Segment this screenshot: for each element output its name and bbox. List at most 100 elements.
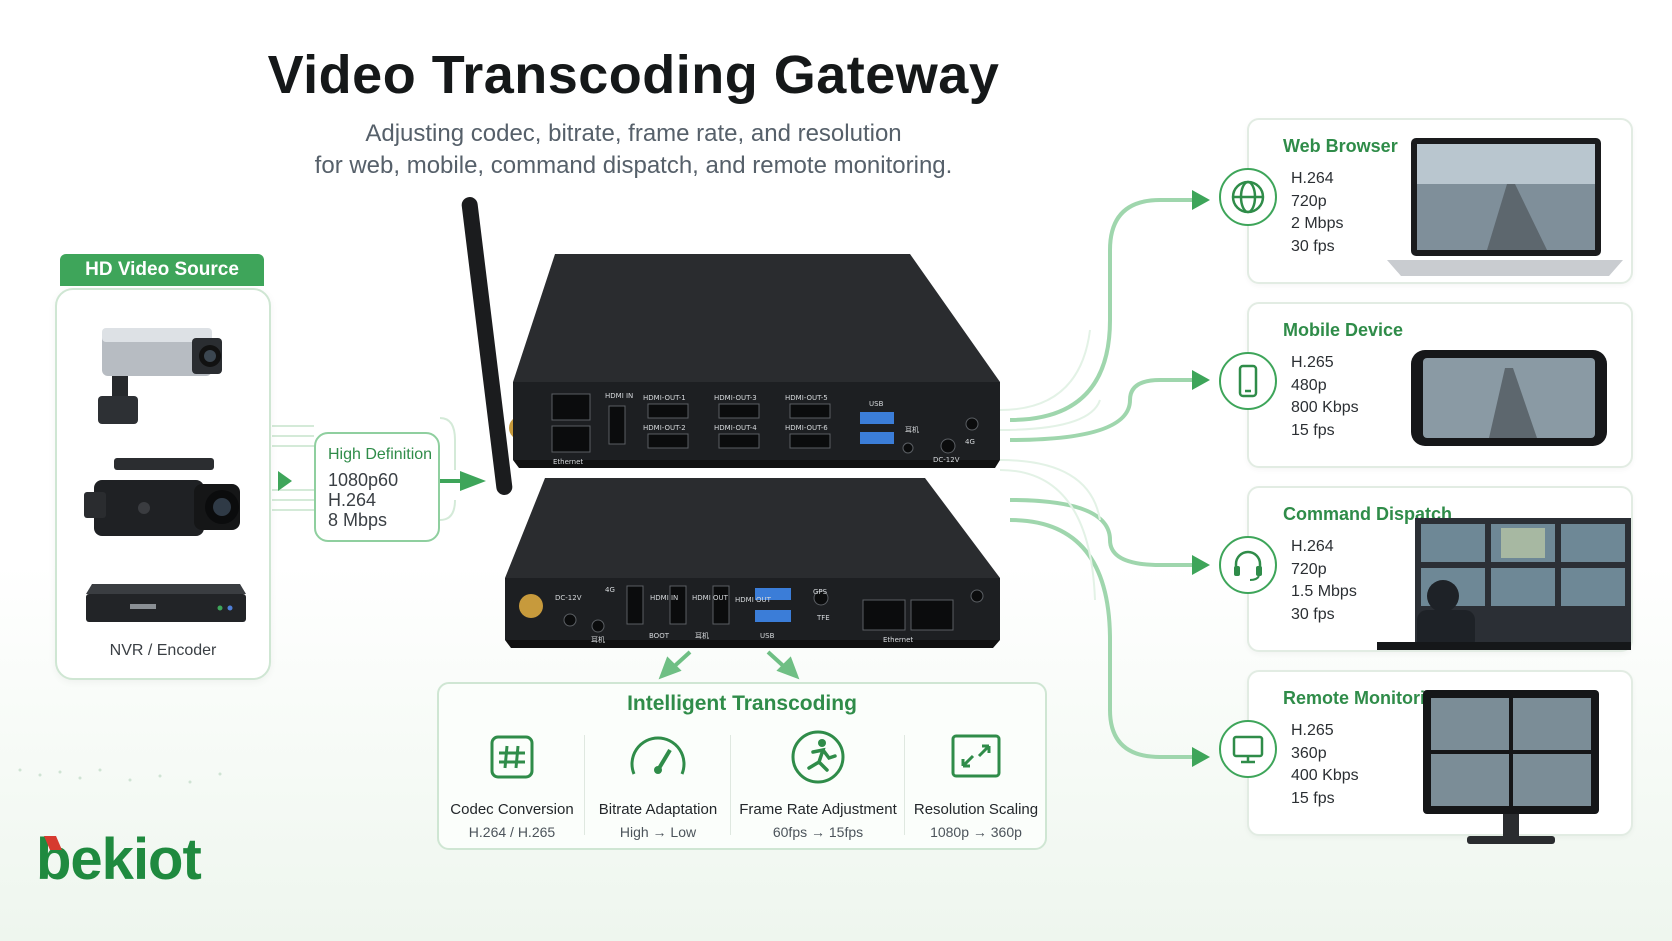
card-title: Remote Monitoring — [1283, 688, 1447, 708]
input-flow-lines — [272, 417, 456, 521]
item-label: Codec Conversion — [450, 801, 574, 818]
page-title: Video Transcoding Gateway — [267, 45, 1000, 105]
spec-resolution: 720p — [1291, 192, 1327, 210]
spec-codec: H.265 — [1291, 354, 1334, 371]
spec-codec: H.264 — [1291, 538, 1334, 555]
bitrate-adaptation-item: Bitrate Adaptation High → Low — [586, 730, 730, 840]
runner-icon — [791, 730, 845, 784]
port-hdmi-in: HDMI IN — [605, 392, 633, 400]
port-usb: USB — [869, 400, 884, 408]
nvr-image — [86, 584, 246, 622]
port-gps: GPS — [813, 588, 828, 596]
resize-icon — [951, 734, 1001, 778]
output-flow-lines — [999, 329, 1101, 601]
hd-title: High Definition — [328, 446, 433, 463]
gauge-icon — [630, 736, 686, 775]
input-arrows — [278, 471, 486, 491]
nvr-label: NVR / Encoder — [109, 642, 217, 659]
control-room-image — [1377, 518, 1631, 650]
spec-bitrate: 1.5 Mbps — [1291, 583, 1357, 600]
output-card-web-browser: Web Browser H.264 720p 2 Mbps 30 fps — [1219, 118, 1633, 284]
gateway-device-image: HDMI IN HDMI-OUT-1 HDMI-OUT-2 HDMI-OUT-3… — [461, 197, 1000, 648]
item-label: Frame Rate Adjustment — [739, 801, 897, 818]
source-header: HD Video Source — [60, 254, 264, 286]
phone-icon — [1219, 352, 1277, 410]
divider — [904, 735, 905, 835]
card-specs: H.264 720p 1.5 Mbps 30 fps — [1291, 536, 1357, 626]
port-hdmi-out-2: HDMI-OUT-2 — [643, 424, 686, 432]
top-port-labels: HDMI IN HDMI-OUT-1 HDMI-OUT-2 HDMI-OUT-3… — [553, 392, 975, 466]
spec-codec: H.264 — [1291, 170, 1334, 187]
monitor-icon — [1219, 720, 1277, 778]
card-specs: H.264 720p 2 Mbps 30 fps — [1291, 168, 1343, 258]
port-ethernet-bottom: Ethernet — [883, 636, 913, 644]
subtitle-line-2: for web, mobile, command dispatch, and r… — [314, 152, 953, 179]
spec-codec: H.265 — [1291, 722, 1334, 739]
laptop-image — [1387, 138, 1623, 276]
chip-icon — [490, 735, 534, 779]
divider — [584, 735, 585, 835]
port-hdmi-out-bottom-1: HDMI OUT — [692, 594, 729, 602]
port-hdmi-out-3: HDMI-OUT-3 — [714, 394, 757, 402]
port-hdmi-out-4: HDMI-OUT-4 — [714, 424, 757, 432]
port-hdmi-out-5: HDMI-OUT-5 — [785, 394, 828, 402]
card-title: Mobile Device — [1283, 320, 1404, 340]
spec-fps: 30 fps — [1291, 605, 1335, 623]
transcoding-arrows — [658, 650, 800, 680]
intelligent-transcoding-panel — [437, 682, 1047, 850]
item-sub: H.264 / H.265 — [468, 824, 556, 840]
output-arrows — [1192, 190, 1210, 767]
decor-dots — [18, 768, 222, 784]
spec-fps: 15 fps — [1291, 789, 1335, 807]
port-hdmi-out-1: HDMI-OUT-1 — [643, 394, 686, 402]
monitor-image — [1423, 690, 1599, 844]
item-label: Resolution Scaling — [913, 801, 1039, 818]
spec-resolution: 720p — [1291, 560, 1327, 578]
hd-resolution: 1080p60 — [328, 470, 399, 490]
port-earphone-bottom: 耳机 — [591, 635, 605, 644]
item-sub: High → Low — [619, 824, 697, 840]
port-usb-bottom: USB — [760, 632, 775, 640]
output-flow-paths — [1009, 198, 1195, 759]
logo-accent-icon — [44, 836, 62, 850]
spec-resolution: 360p — [1291, 744, 1327, 762]
camcorder-image — [84, 458, 240, 536]
security-camera-image — [98, 328, 222, 424]
item-label: Bitrate Adaptation — [598, 801, 718, 818]
port-dc12v: DC-12V — [933, 456, 960, 464]
port-hdmi-out-bottom-2: HDMI OUT — [735, 596, 772, 604]
spec-bitrate: 800 Kbps — [1291, 399, 1359, 416]
headset-icon — [1219, 536, 1277, 594]
port-ethernet: Ethernet — [553, 458, 583, 466]
divider — [730, 735, 731, 835]
brand-logo-text: bekiot — [36, 827, 202, 892]
port-earphone: 耳机 — [905, 425, 919, 434]
subtitle-line-1: Adjusting codec, bitrate, frame rate, an… — [365, 120, 902, 147]
item-sub: 1080p → 360p — [930, 824, 1022, 840]
output-card-mobile-device: Mobile Device H.265 480p 800 Kbps 15 fps — [1219, 302, 1633, 468]
transcoding-title: Intelligent Transcoding — [627, 692, 857, 715]
card-specs: H.265 480p 800 Kbps 15 fps — [1291, 352, 1359, 442]
spec-bitrate: 2 Mbps — [1291, 215, 1344, 232]
card-title: Web Browser — [1283, 136, 1398, 156]
codec-conversion-item: Codec Conversion H.264 / H.265 — [440, 730, 584, 840]
spec-fps: 15 fps — [1291, 421, 1335, 439]
high-definition-box: High Definition 1080p60 H.264 8 Mbps — [314, 432, 440, 542]
spec-resolution: 480p — [1291, 376, 1327, 394]
spec-bitrate: 400 Kbps — [1291, 767, 1359, 784]
frame-rate-item: Frame Rate Adjustment 60fps → 15fps — [732, 730, 904, 840]
port-earphone-bottom-2: 耳机 — [695, 631, 709, 640]
brand-logo: bekiot — [36, 826, 202, 893]
port-4g: 4G — [965, 438, 975, 446]
smartphone-image — [1411, 350, 1607, 446]
port-hdmi-out-6: HDMI-OUT-6 — [785, 424, 828, 432]
port-4g-bottom: 4G — [605, 586, 615, 594]
output-card-command-dispatch: Command Dispatch H.264 720p 1.5 Mbps 30 … — [1219, 486, 1633, 652]
card-title: Command Dispatch — [1283, 504, 1453, 524]
globe-icon — [1219, 168, 1277, 226]
port-boot: BOOT — [649, 632, 670, 640]
card-specs: H.265 360p 400 Kbps 15 fps — [1291, 720, 1359, 810]
resolution-scaling-item: Resolution Scaling 1080p → 360p — [906, 730, 1046, 840]
item-sub: 60fps → 15fps — [772, 824, 864, 840]
